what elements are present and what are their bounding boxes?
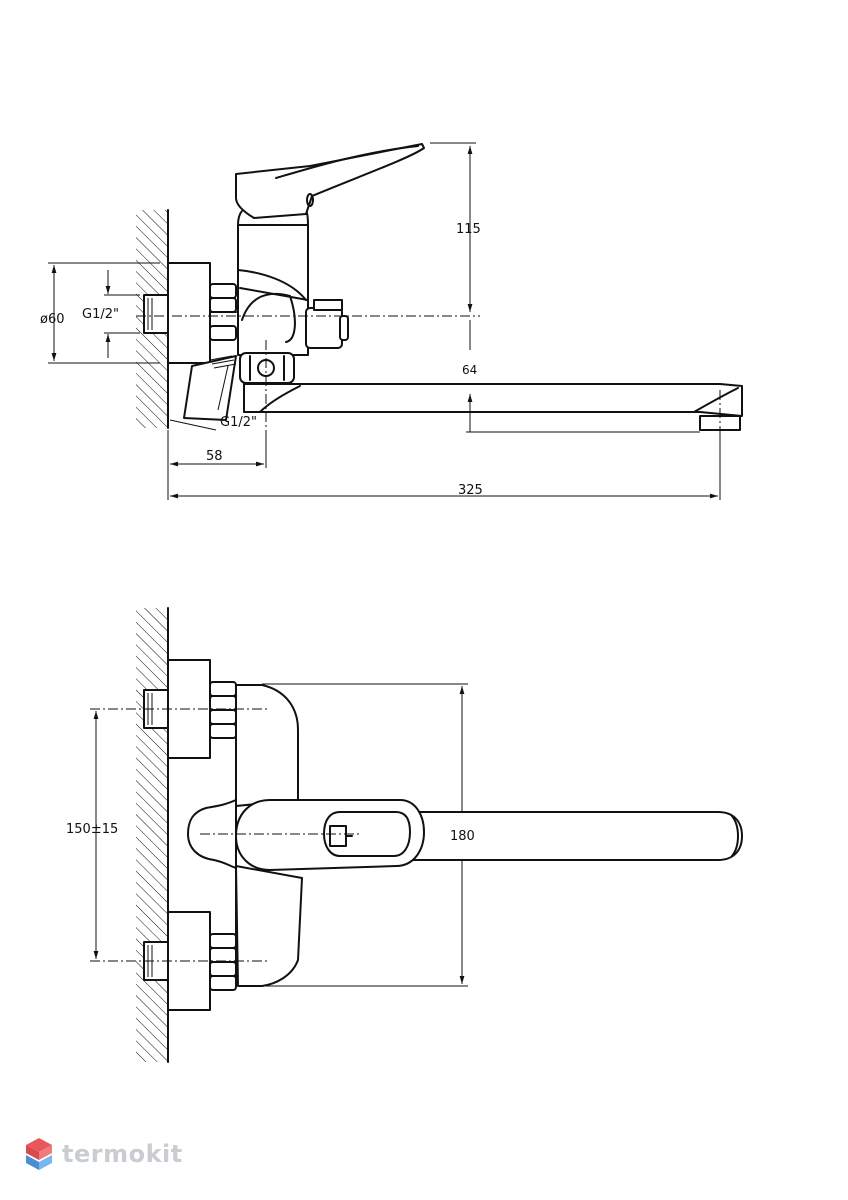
front-body: [235, 684, 299, 807]
diverter-knob: [305, 307, 343, 349]
dim-label-diameter: ø60: [40, 312, 65, 327]
dim-label-58: 58: [206, 449, 223, 464]
brand-logo: termokit: [24, 1134, 183, 1174]
shower-outlet: [183, 355, 237, 421]
brand-cube-icon: [26, 1138, 52, 1170]
diverter-lobe: [187, 799, 237, 869]
dim-label-115: 115: [456, 222, 481, 237]
dim-label-thread-inlet: G1/2": [82, 307, 119, 322]
wall-flange: [167, 262, 211, 364]
spout: [243, 382, 743, 417]
spout-swivel: [239, 352, 295, 384]
dim-label-thread-outlet: G1/2": [220, 415, 257, 430]
handle-button: [329, 825, 347, 847]
side-view: 115 64 ø60 G1/2" G1/2" 58 325: [40, 142, 743, 500]
front-view: 150±15 180: [66, 607, 743, 1063]
brand-name: termokit: [62, 1140, 183, 1168]
dim-label-325: 325: [458, 483, 483, 498]
lever-handle: [235, 143, 425, 219]
hex-nut-mid: [209, 297, 237, 313]
hex-nut-lower: [209, 325, 237, 341]
dim-label-64: 64: [462, 363, 477, 377]
dim-label-inlet-spacing: 150±15: [66, 822, 118, 837]
hex-nut-upper: [209, 283, 237, 299]
front-spout: [409, 811, 743, 861]
dim-label-180: 180: [450, 829, 475, 844]
wall-hatch-bottom: [136, 608, 168, 1062]
